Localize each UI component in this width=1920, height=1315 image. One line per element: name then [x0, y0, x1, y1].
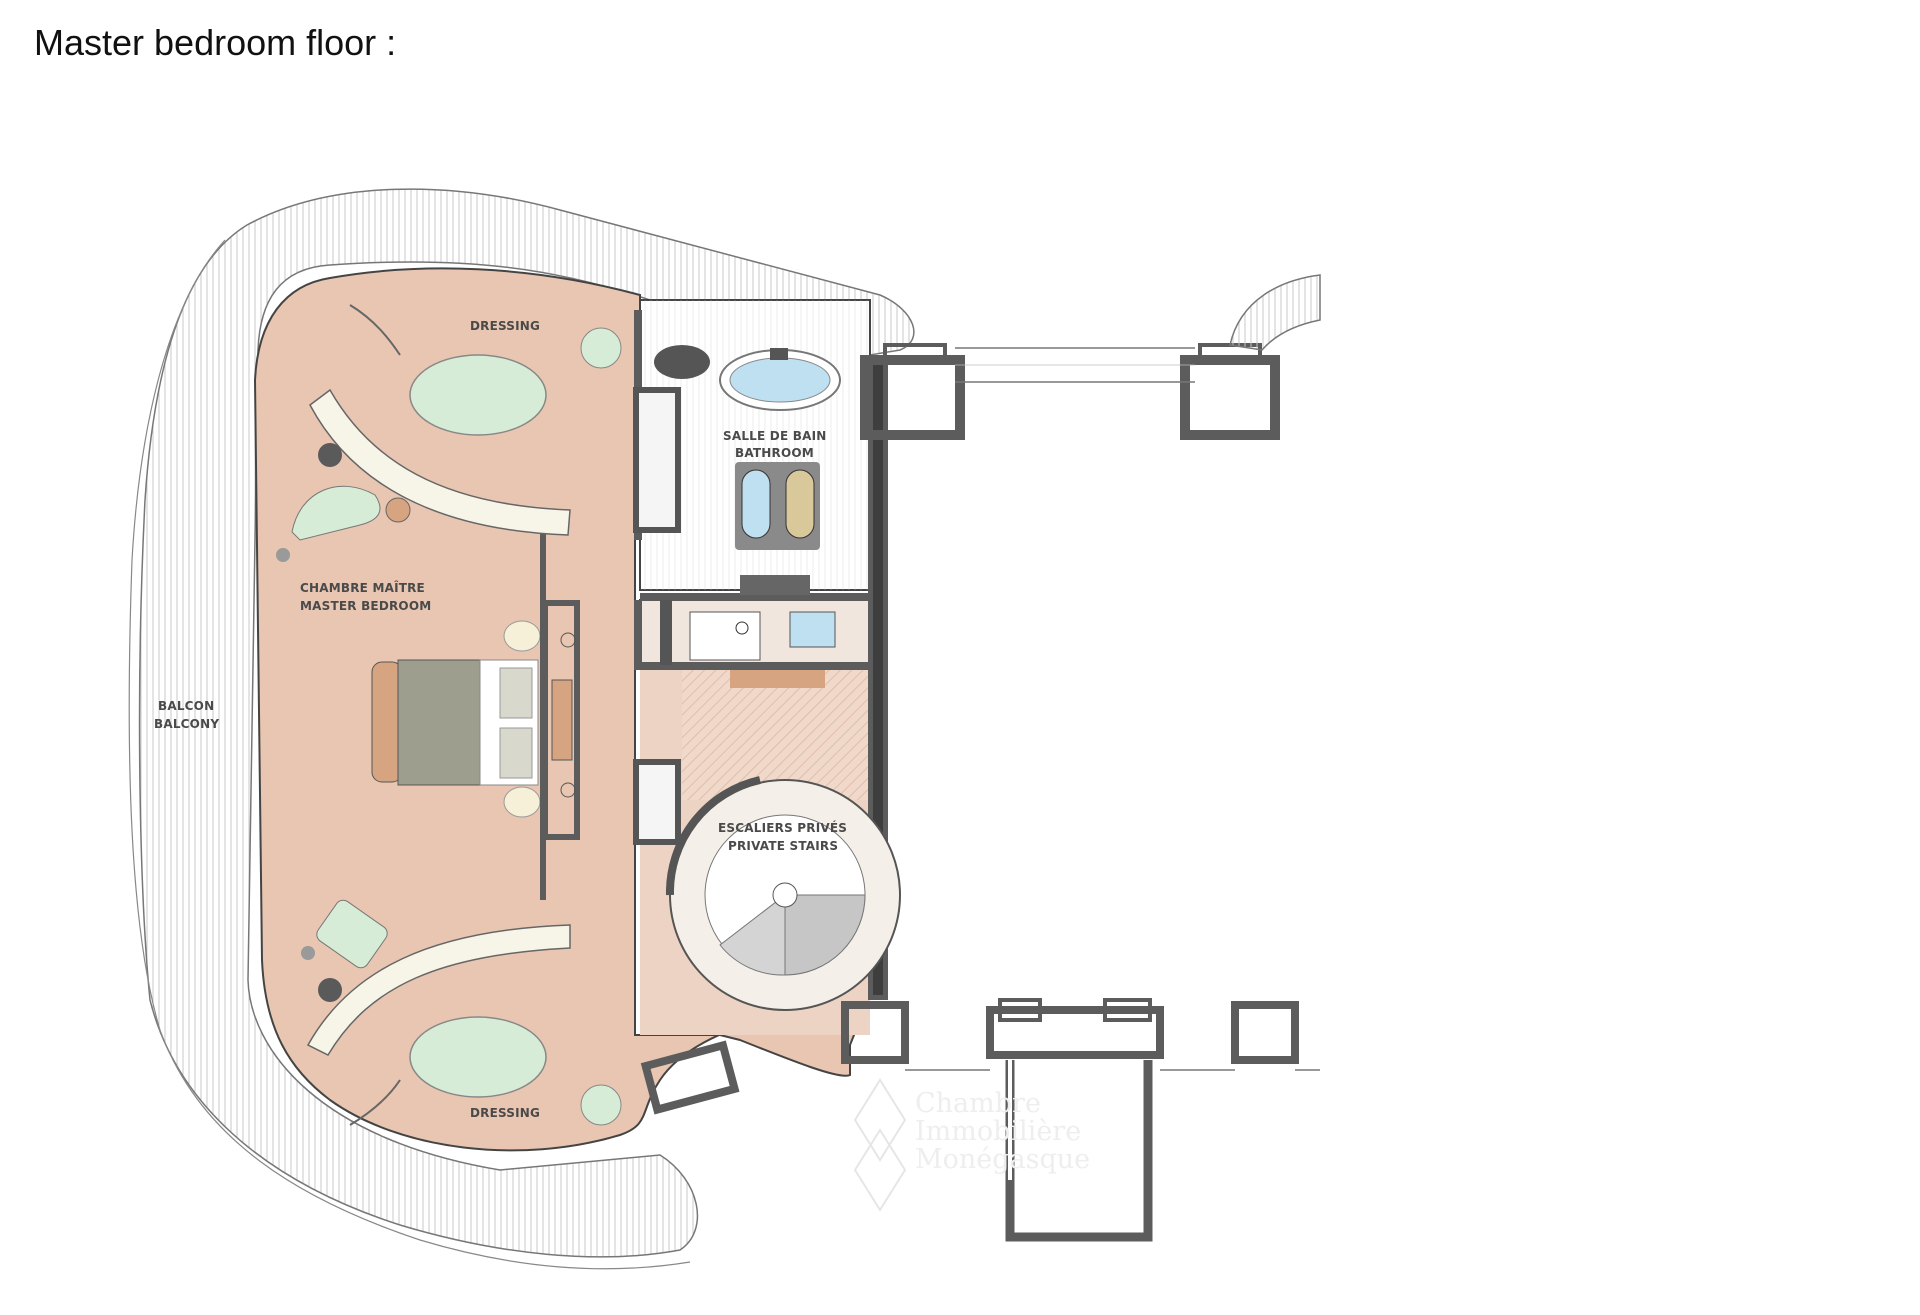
label-master-en: MASTER BEDROOM — [300, 599, 431, 613]
armchair-top — [276, 443, 411, 562]
bed — [371, 620, 541, 818]
label-balcony-en: BALCONY — [154, 717, 219, 731]
dressing-top-furniture — [309, 304, 622, 536]
exterior-structure — [640, 343, 1320, 1242]
label-bathroom-en: BATHROOM — [735, 446, 814, 460]
bathtub — [719, 348, 841, 411]
wood-bench — [730, 670, 825, 688]
label-stairs-fr: ESCALIERS PRIVÉS — [718, 820, 847, 835]
bath-closets — [633, 387, 681, 845]
spiral-stairs — [665, 776, 901, 1011]
label-balcony-fr: BALCON — [158, 699, 214, 713]
watermark-line-2: Immobilière — [915, 1116, 1081, 1147]
vanity — [735, 462, 820, 595]
label-dressing-bottom: DRESSING — [470, 1106, 540, 1120]
watermark: Chambre Immobilière Monégasque — [853, 1078, 1090, 1212]
label-bathroom-fr: SALLE DE BAIN — [723, 429, 826, 443]
armchair-bottom — [301, 899, 388, 1002]
wc — [689, 611, 836, 661]
label-dressing-top: DRESSING — [470, 319, 540, 333]
bath-stool — [654, 345, 710, 379]
dressing-bottom-furniture — [306, 924, 622, 1126]
balcony-fragment-right — [1229, 274, 1321, 351]
watermark-line-3: Monégasque — [915, 1144, 1090, 1175]
balcony — [128, 188, 915, 1270]
headboard-wall — [540, 600, 580, 840]
label-stairs-en: PRIVATE STAIRS — [728, 839, 838, 853]
page-title: Master bedroom floor : — [34, 22, 397, 63]
watermark-line-1: Chambre — [915, 1088, 1041, 1119]
label-master-fr: CHAMBRE MAÎTRE — [300, 580, 425, 595]
